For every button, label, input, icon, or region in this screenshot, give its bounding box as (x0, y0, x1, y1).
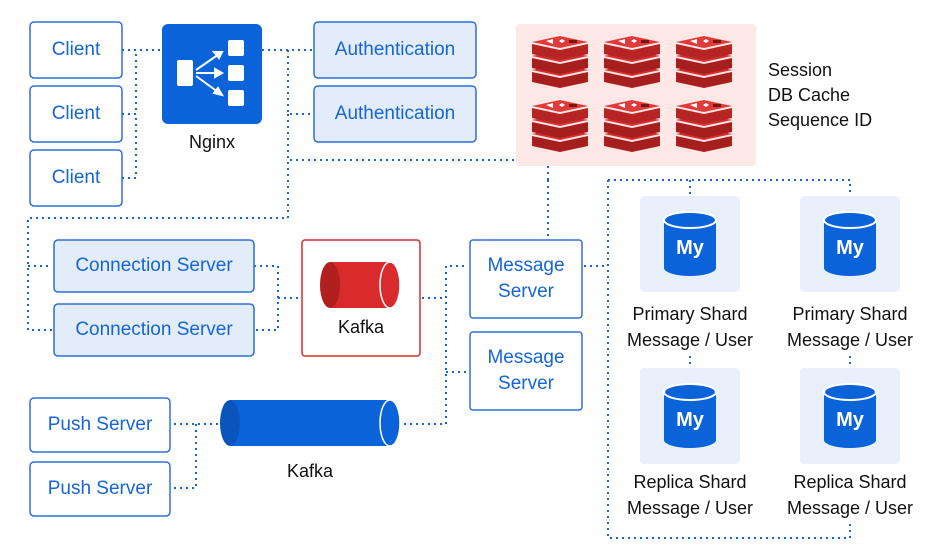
cache-line-sequence-id: Sequence ID (768, 110, 873, 130)
shard-line2: Message / User (626, 498, 754, 518)
db-badge: My (836, 237, 865, 259)
message-server-line1: Message (487, 255, 565, 276)
message-server-label: Message Server (470, 240, 582, 318)
connection-server-label: Connection Server (75, 255, 233, 276)
primary-shard-label: Primary Shard Message / User (612, 300, 768, 354)
cache-line-db-cache: DB Cache (768, 85, 851, 105)
nginx-load-balancer (162, 24, 262, 124)
connection-server-label: Connection Server (75, 319, 233, 340)
cache-description: Session DB Cache Sequence ID (768, 58, 872, 133)
db-badge: My (676, 409, 705, 431)
message-server-line2: Server (498, 373, 554, 394)
redis-cache-panel (516, 24, 756, 166)
db-badge: My (676, 237, 705, 259)
client-label: Client (51, 167, 101, 188)
kafka-main-label: Kafka (337, 316, 385, 337)
push-server-label: Push Server (47, 478, 153, 499)
load-balancer-icon (177, 40, 244, 106)
auth-label: Authentication (334, 103, 456, 124)
kafka-cylinder-icon (220, 399, 401, 447)
shard-line2: Message / User (786, 330, 914, 350)
push-server-label: Push Server (47, 414, 153, 435)
replica-shard-label: Replica Shard Message / User (772, 468, 928, 522)
message-server-line1: Message (487, 347, 565, 368)
client-label: Client (51, 39, 101, 60)
shard-line1: Replica Shard (633, 472, 747, 492)
message-server-line2: Server (498, 281, 554, 302)
kafka-push-label: Kafka (286, 460, 334, 481)
auth-boxes (313, 21, 477, 143)
kafka-cylinder-icon (320, 261, 401, 309)
kafka-push (220, 399, 401, 447)
message-server-boxes (469, 239, 583, 411)
message-server-label: Message Server (470, 332, 582, 410)
auth-label: Authentication (334, 39, 456, 60)
cache-line-session: Session (768, 60, 833, 80)
db-badge: My (836, 409, 865, 431)
kafka-main (301, 239, 421, 357)
primary-shard-label: Primary Shard Message / User (772, 300, 928, 354)
shard-line2: Message / User (786, 498, 914, 518)
shard-line1: Primary Shard (632, 304, 748, 324)
client-boxes (29, 21, 123, 207)
shard-line1: Replica Shard (793, 472, 907, 492)
nginx-label: Nginx (188, 131, 236, 152)
replica-shard-label: Replica Shard Message / User (612, 468, 768, 522)
mysql-icon (663, 211, 877, 448)
connector-lines (27, 49, 851, 539)
push-server-boxes (29, 397, 171, 517)
shard-line1: Primary Shard (792, 304, 908, 324)
shard-line2: Message / User (626, 330, 754, 350)
client-label: Client (51, 103, 101, 124)
connection-server-boxes (53, 239, 255, 357)
